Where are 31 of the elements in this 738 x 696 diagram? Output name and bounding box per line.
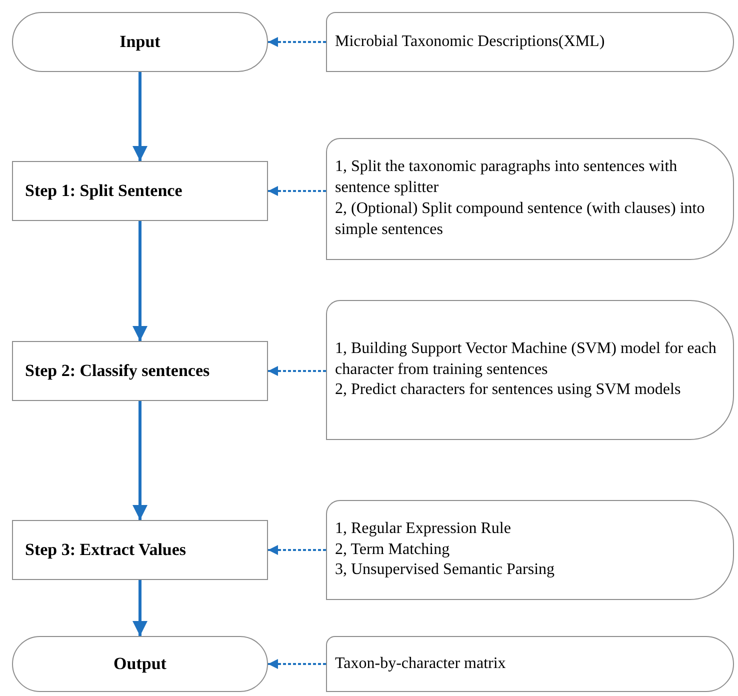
arrow — [132, 221, 148, 341]
step-label: Input — [120, 31, 160, 54]
note-box — [326, 138, 734, 260]
process-box — [12, 161, 268, 221]
arrow — [132, 401, 148, 520]
arrow — [268, 366, 326, 376]
step-label: Step 2: Classify sentences — [25, 360, 210, 382]
note-text: 2, (Optional) Split compound sentence (with clauses) into simple sentences — [335, 199, 706, 240]
note-box — [326, 500, 734, 600]
arrow — [268, 545, 326, 555]
note-text: Microbial Taxonomic Descriptions(XML) — [335, 32, 606, 52]
step-label: Output — [114, 653, 166, 676]
note-text: 2, Predict characters for sentences using SVM models — [335, 380, 682, 400]
process-box — [12, 520, 268, 580]
process-box — [12, 341, 268, 401]
note-text: 1, Split the taxonomic paragraphs into sentences with sentence splitter — [335, 157, 678, 198]
note-text: 2, Term Matching — [335, 540, 451, 560]
arrow — [268, 186, 326, 196]
arrow — [268, 37, 326, 47]
arrow — [268, 659, 326, 669]
note-text: 1, Regular Expression Rule — [335, 518, 512, 539]
note-box — [326, 300, 734, 440]
note-text: 1, Building Support Vector Machine (SVM) model for each character from training sentences — [335, 338, 718, 380]
note-text: Taxon-by-character matrix — [335, 654, 507, 674]
note-box — [326, 12, 734, 72]
note-text: 3, Unsupervised Semantic Parsing — [335, 560, 556, 580]
step-label: Step 3: Extract Values — [25, 539, 186, 562]
note-box — [326, 636, 734, 692]
arrow — [132, 580, 148, 636]
step-label: Step 1: Split Sentence — [25, 180, 182, 202]
arrow — [132, 72, 148, 161]
